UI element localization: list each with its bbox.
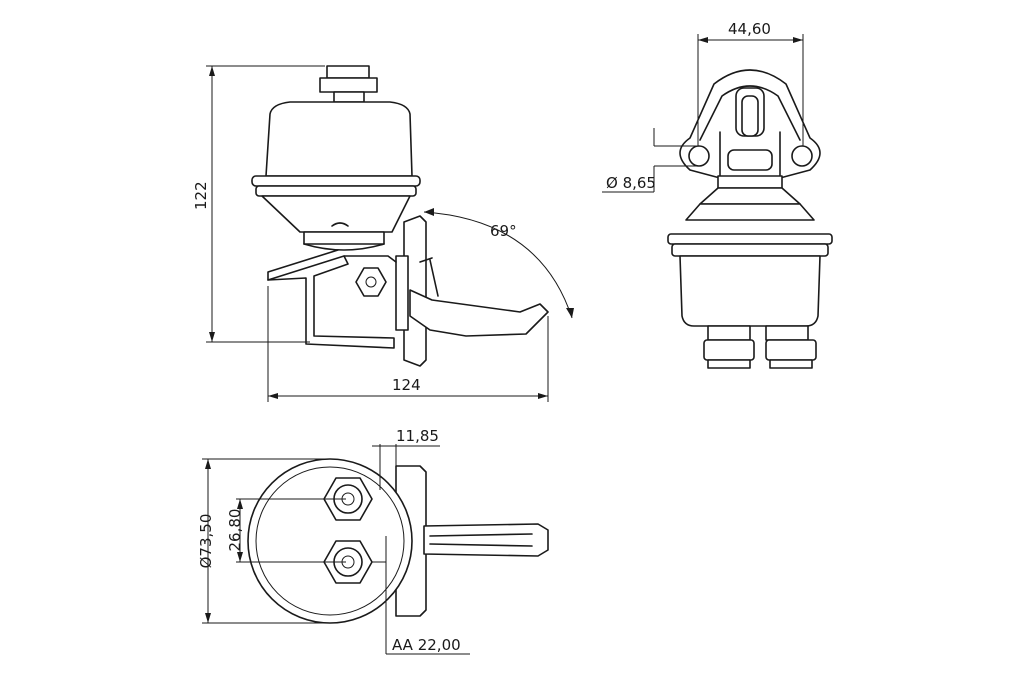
side-rim: [667, 233, 833, 245]
width-dimension: 124: [392, 376, 421, 394]
fitting-left: [703, 339, 755, 361]
mounting-hole-right: [791, 145, 813, 167]
offset-dimension: 11,85: [396, 427, 439, 445]
mounting-flange: [403, 215, 427, 367]
ear-spacing-dimension: 44,60: [728, 20, 771, 38]
front-view: [251, 65, 549, 367]
cover-rim: [251, 175, 421, 187]
lever-angle: 69°: [490, 222, 517, 240]
pump-cover: [265, 101, 413, 177]
side-cover: [679, 255, 821, 327]
height-dimension: 122: [192, 181, 210, 210]
port-thread-dimension: AA 22,00: [392, 636, 461, 654]
mounting-hole-left: [688, 145, 710, 167]
pump-body: [261, 195, 411, 233]
top-nut: [326, 65, 370, 79]
hand-lever: [409, 289, 549, 337]
top-dims: 11,85 Ø73,50 26,80 AA 22,00: [197, 427, 470, 655]
top-lever: [423, 523, 549, 557]
flange-diameter-dimension: Ø73,50: [197, 514, 215, 569]
front-dims: 122 124 69°: [192, 65, 574, 402]
bracket: [267, 255, 395, 349]
pivot-nut: [355, 267, 387, 297]
fitting-right: [765, 339, 817, 361]
port-spacing-dimension: 26,80: [226, 509, 244, 552]
top-view: [247, 458, 549, 624]
side-dims: 44,60 Ø 8,65: [602, 20, 804, 193]
hole-diameter-dimension: Ø 8,65: [606, 174, 656, 192]
top-cover: [247, 458, 413, 624]
side-view: [667, 69, 833, 369]
